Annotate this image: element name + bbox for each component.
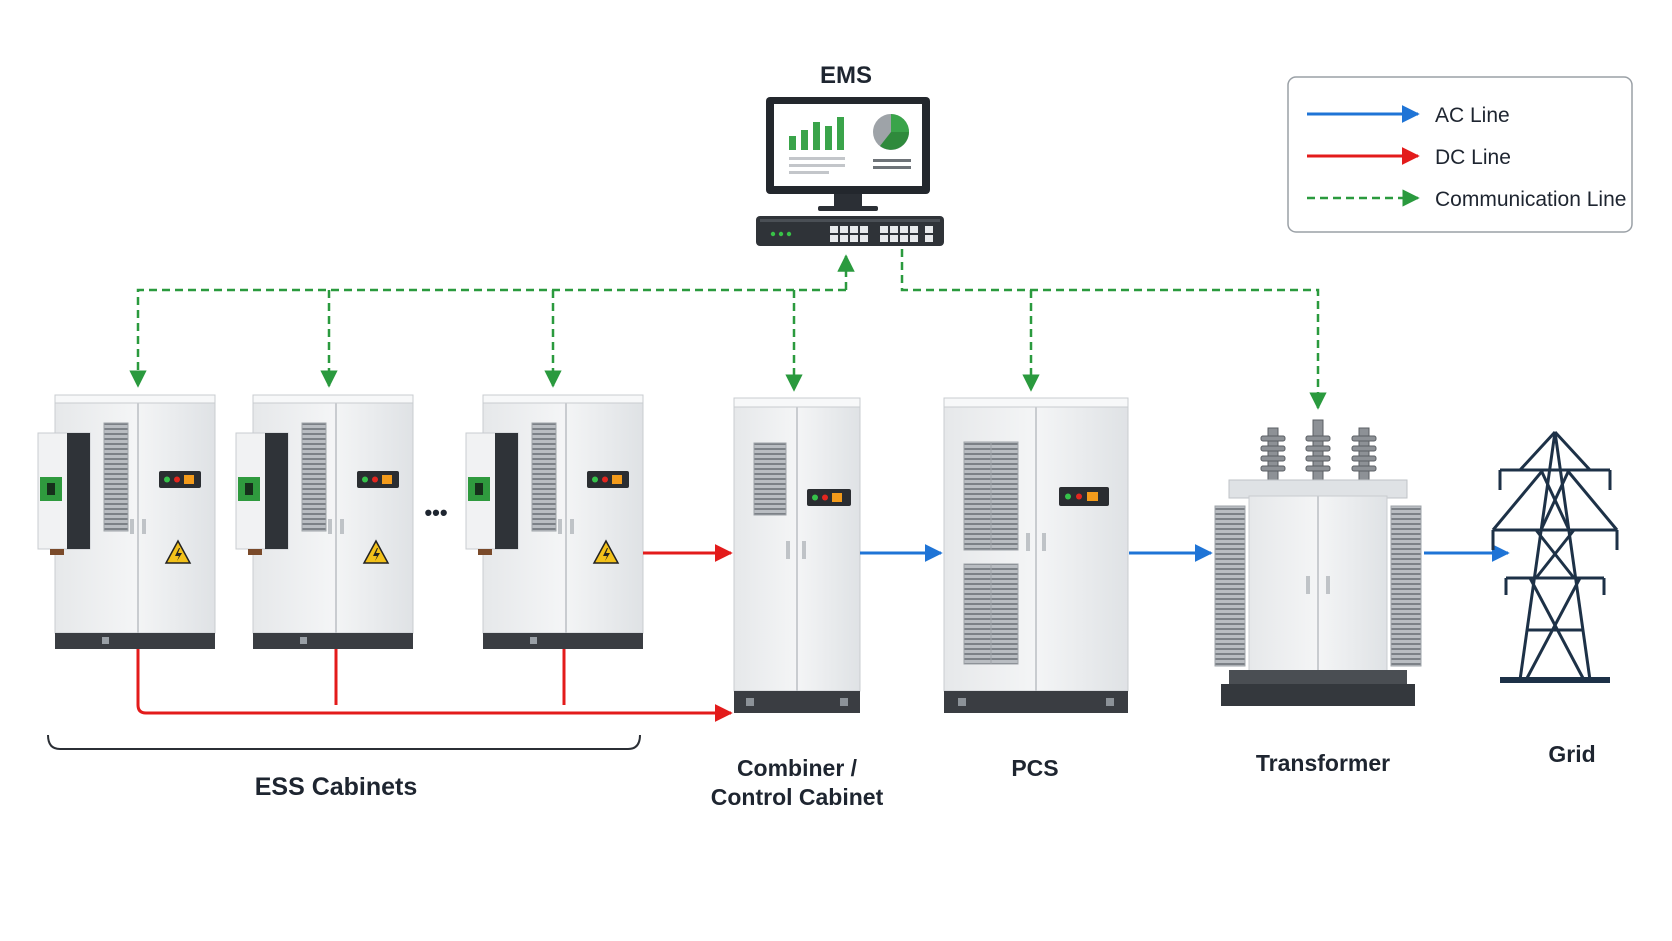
- ess-cabinet-1: [37, 394, 216, 649]
- pcs-cabinet: [943, 397, 1129, 713]
- combiner-label-line-1: Combiner /: [737, 755, 858, 781]
- transformer-radiator-left: [1214, 505, 1246, 667]
- combiner-cabinet: [733, 397, 861, 713]
- ess-group-label: ESS Cabinets: [255, 773, 418, 801]
- transformer-bushings: [1260, 419, 1377, 481]
- transformer: [1214, 419, 1422, 706]
- grid-label: Grid: [1548, 741, 1595, 767]
- comm-line-ess-1: [129, 288, 846, 388]
- ess-group-bracket: [47, 734, 641, 750]
- legend: AC Line DC Line Communication Line: [1287, 76, 1633, 233]
- dc-bus-to-combiner: [136, 704, 733, 722]
- ess-cabinet-2: [235, 394, 414, 649]
- ems-monitor-icon: [766, 97, 930, 211]
- comm-line-transformer: [900, 249, 1327, 410]
- dc-lines: [136, 544, 733, 722]
- network-switch-icon: [756, 216, 944, 246]
- pcs-label: PCS: [1011, 755, 1058, 781]
- legend-box: [1287, 76, 1633, 233]
- ems-label: EMS: [820, 62, 872, 89]
- legend-ac-label: AC Line: [1435, 104, 1510, 127]
- ess-cabinet-3: [465, 394, 644, 649]
- combiner-label-line-2: Control Cabinet: [711, 784, 884, 810]
- transformer-label: Transformer: [1256, 750, 1390, 776]
- communication-lines: [129, 249, 1327, 410]
- ess-ellipsis: •••: [424, 500, 447, 525]
- transformer-radiator-right: [1390, 505, 1422, 667]
- transmission-tower-icon: [1491, 430, 1619, 683]
- legend-dc-label: DC Line: [1435, 146, 1511, 169]
- legend-comm-label: Communication Line: [1435, 188, 1626, 211]
